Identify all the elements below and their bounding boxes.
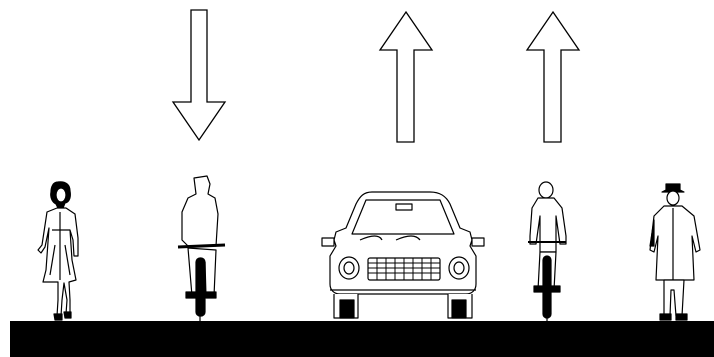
car-front-icon xyxy=(322,192,484,318)
man-in-coat-icon xyxy=(650,184,700,320)
road-surface xyxy=(10,321,714,357)
arrows xyxy=(173,10,579,142)
cyclist-rear-icon xyxy=(178,176,225,322)
arrow-down-icon xyxy=(173,10,225,140)
arrow-up-icon xyxy=(380,12,432,142)
cyclist-front-icon xyxy=(528,182,566,324)
woman-walking-icon xyxy=(38,182,78,320)
arrow-up-icon xyxy=(527,12,579,142)
